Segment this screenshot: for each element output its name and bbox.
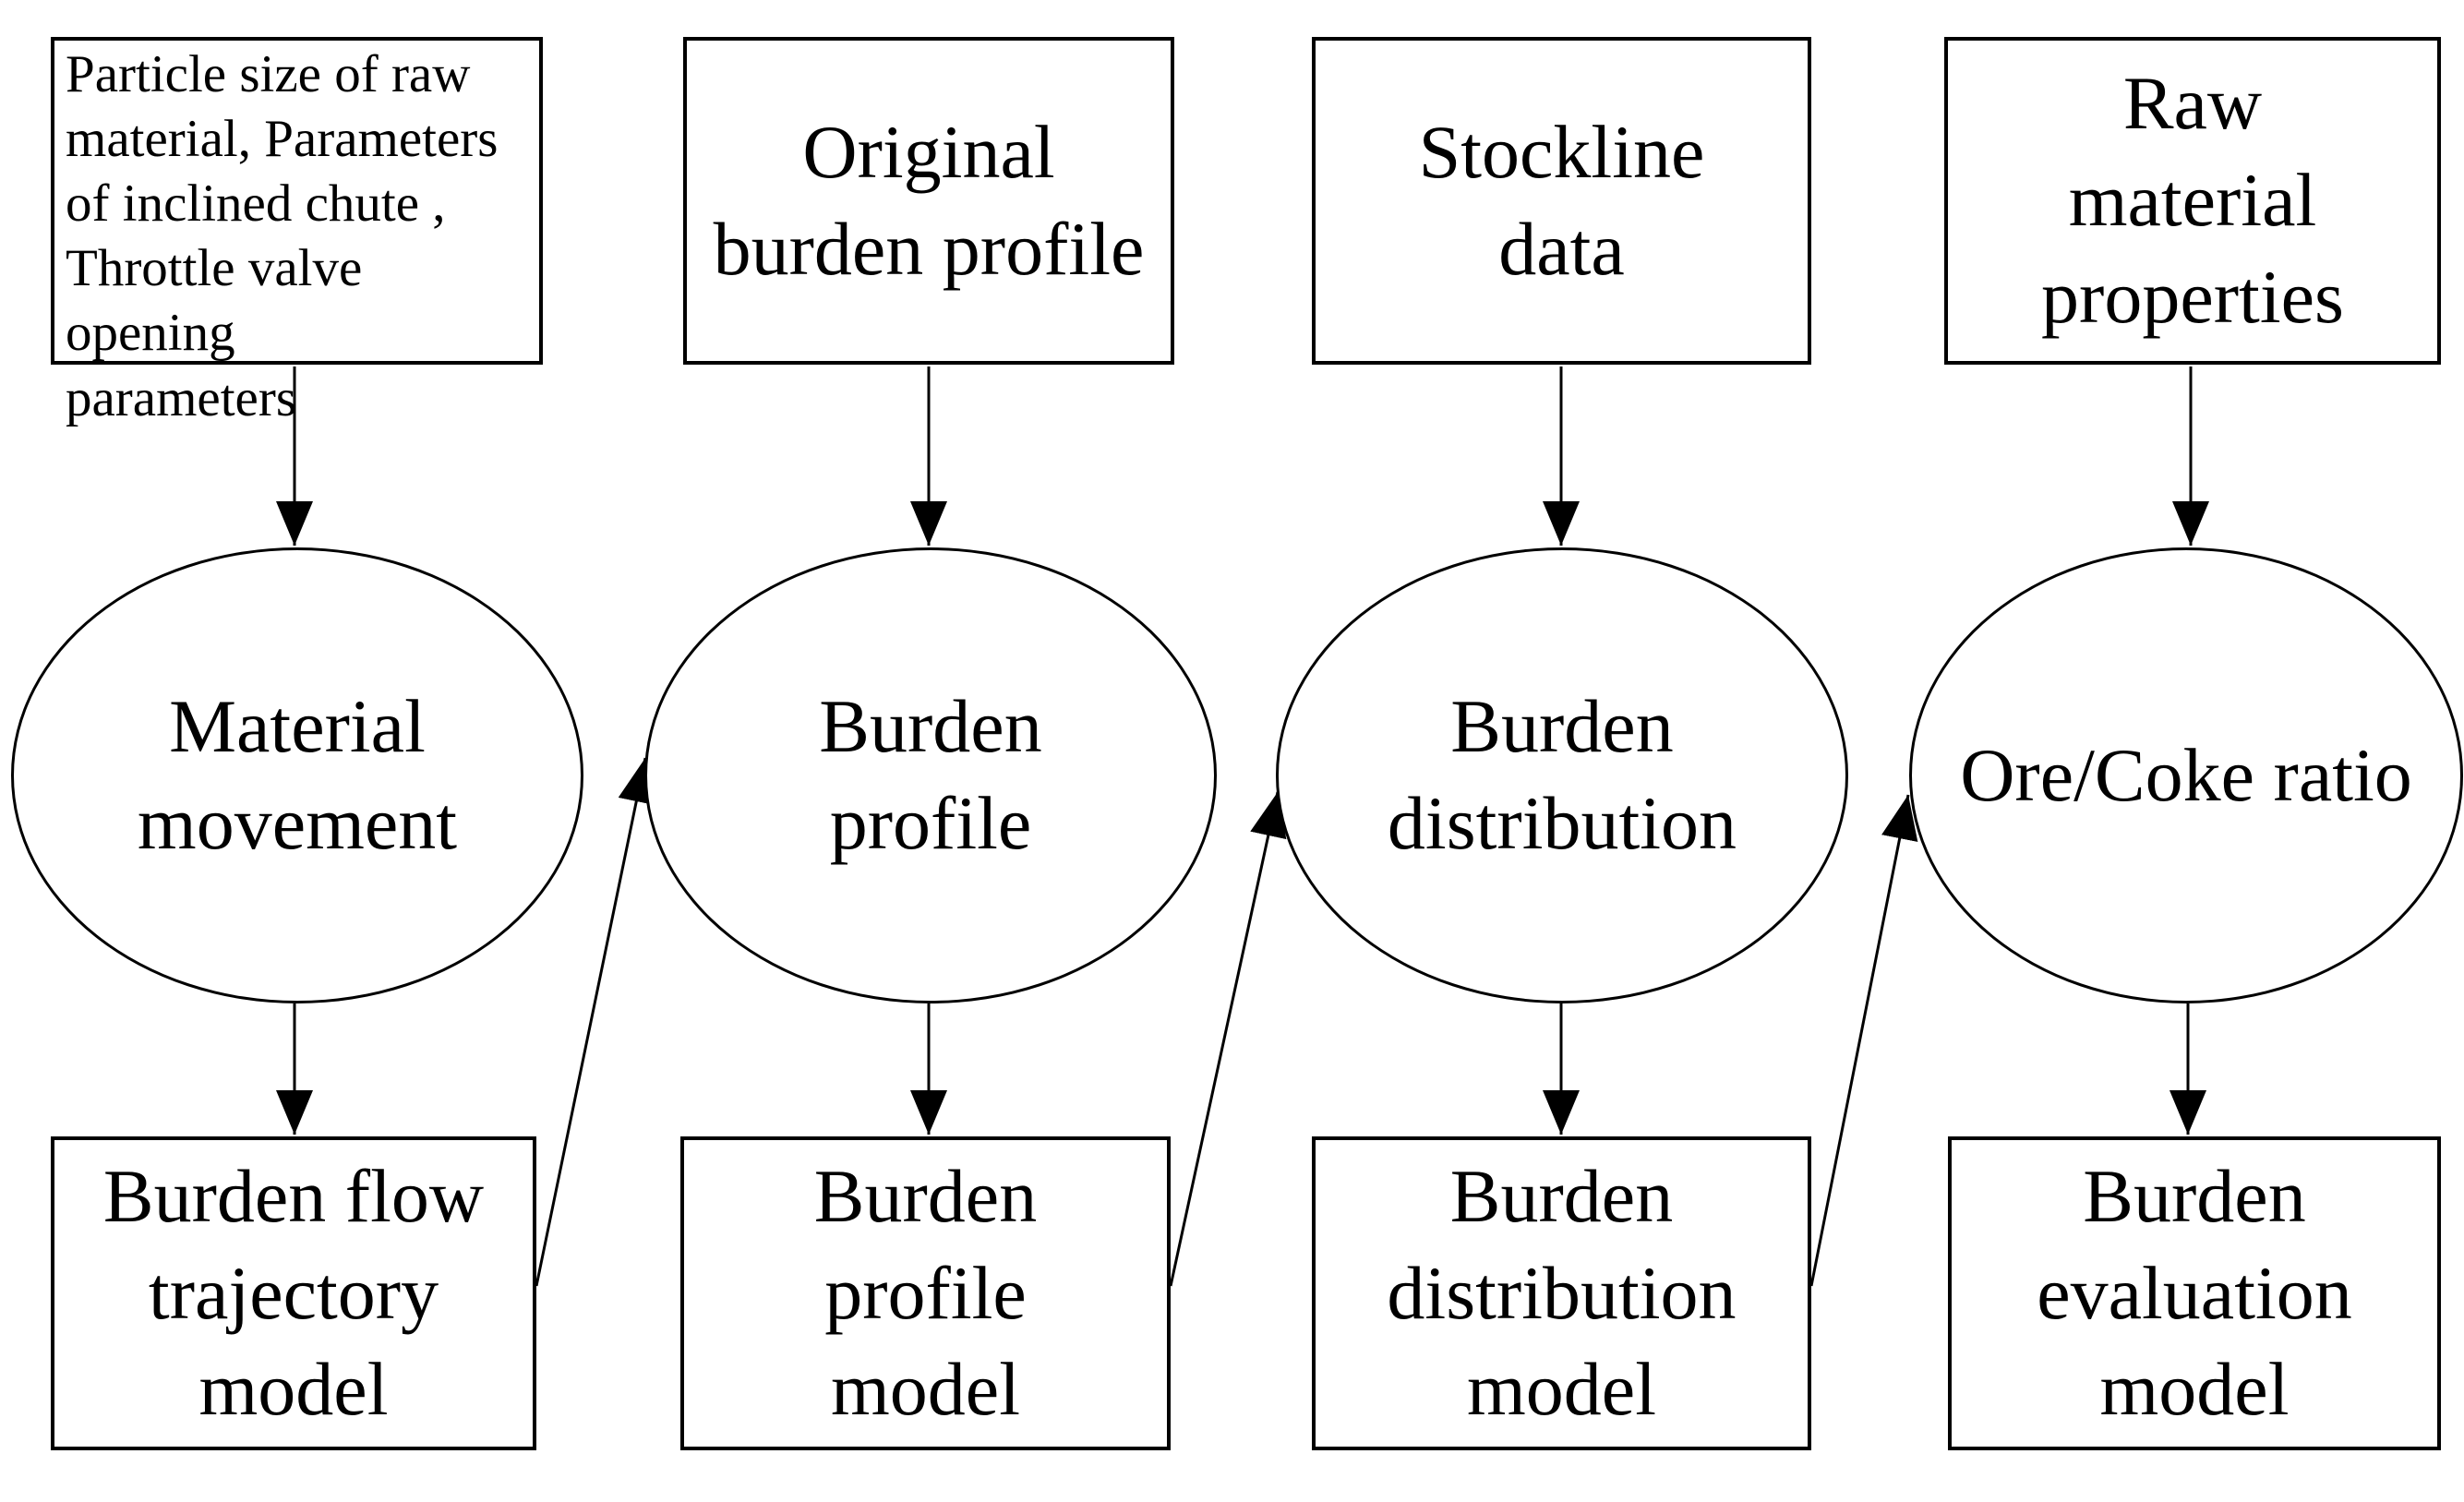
input-box-raw-material-properties: Raw material properties xyxy=(1944,37,2441,365)
model-box-burden-flow-trajectory-label: Burden flow trajectory model xyxy=(102,1153,485,1432)
arrow-model-1-to-process-2 xyxy=(535,757,655,1287)
process-ellipse-burden-distribution: Burden distribution xyxy=(1276,547,1848,1003)
model-box-burden-distribution: Burden distribution model xyxy=(1312,1136,1811,1450)
process-ellipse-material-movement-label: Material movement xyxy=(137,684,458,865)
input-box-stockline-data: Stockline data xyxy=(1312,37,1811,365)
process-ellipse-burden-profile: Burden profile xyxy=(644,547,1217,1003)
input-box-original-burden-profile: Original burden profile xyxy=(683,37,1174,365)
model-box-burden-flow-trajectory: Burden flow trajectory model xyxy=(51,1136,536,1450)
process-ellipse-material-movement: Material movement xyxy=(11,547,583,1003)
process-ellipse-burden-profile-label: Burden profile xyxy=(819,684,1042,865)
model-box-burden-evaluation-label: Burden evaluation model xyxy=(2037,1153,2352,1432)
input-box-particle-size-parameters: Particle size of raw material, Parameter… xyxy=(51,37,543,427)
model-box-burden-profile: Burden profile model xyxy=(680,1136,1171,1450)
process-ellipse-burden-distribution-label: Burden distribution xyxy=(1387,684,1737,865)
model-box-burden-evaluation: Burden evaluation model xyxy=(1948,1136,2441,1450)
arrow-model-2-to-process-3 xyxy=(1169,791,1287,1287)
process-ellipse-ore-coke-ratio: Ore/Coke ratio xyxy=(1909,547,2463,1003)
process-ellipse-ore-coke-ratio-label: Ore/Coke ratio xyxy=(1960,732,2412,817)
input-box-particle-size-parameters-label: Particle size of raw material, Parameter… xyxy=(66,45,499,427)
input-box-raw-material-properties-label: Raw material properties xyxy=(2041,61,2344,339)
arrow-model-3-to-process-4 xyxy=(1809,794,1918,1287)
model-box-burden-profile-label: Burden profile model xyxy=(813,1153,1038,1432)
input-box-original-burden-profile-label: Original burden profile xyxy=(713,109,1145,291)
input-box-stockline-data-label: Stockline data xyxy=(1418,109,1705,291)
model-box-burden-distribution-label: Burden distribution model xyxy=(1387,1153,1737,1432)
